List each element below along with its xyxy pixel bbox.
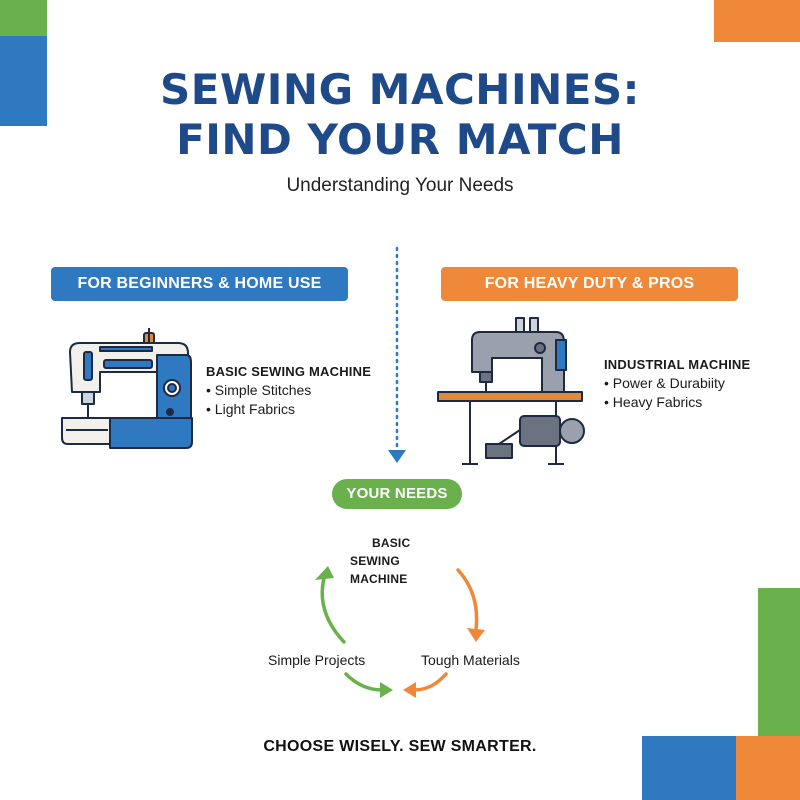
cycle-right-label: Tough Materials	[421, 652, 520, 668]
cycle-top-line-2: SEWING MACHINE	[350, 554, 408, 586]
cycle-left-label: Simple Projects	[268, 652, 366, 668]
down-arrow-icon	[388, 450, 406, 463]
industrial-machine-title: INDUSTRIAL MACHINE	[604, 357, 751, 372]
feature-item: Power & Durabiity	[604, 374, 750, 393]
page-title-line-1: SEWING MACHINES:	[160, 65, 640, 114]
corner-block-green	[0, 0, 47, 36]
cycle-top-line-1: BASIC	[372, 536, 411, 550]
corner-block-orange	[736, 736, 800, 800]
cycle-top-label: BASIC SEWING MACHINE	[350, 534, 450, 588]
heavy-duty-header: FOR HEAVY DUTY & PROS	[441, 267, 738, 301]
basic-machine-title: BASIC SEWING MACHINE	[206, 364, 372, 379]
feature-item: Light Fabrics	[206, 400, 371, 419]
feature-item: Simple Stitches	[206, 381, 371, 400]
corner-block-orange	[714, 0, 800, 42]
industrial-machine-features: INDUSTRIAL MACHINE Power & Durabiity Hea…	[604, 355, 750, 412]
beginners-header: FOR BEGINNERS & HOME USE	[51, 267, 348, 301]
feature-item: Heavy Fabrics	[604, 393, 750, 412]
basic-machine-features: BASIC SEWING MACHINE Simple Stitches Lig…	[206, 362, 371, 419]
arrow-up-icon	[315, 566, 334, 580]
arrow-down-icon	[467, 628, 485, 642]
corner-block-blue	[642, 736, 736, 800]
corner-block-green	[758, 588, 800, 736]
page-title-line-2: FIND YOUR MATCH	[176, 115, 624, 164]
corner-block-blue	[0, 36, 47, 126]
arrow-right-icon	[380, 682, 393, 698]
page-subtitle: Understanding Your Needs	[286, 175, 514, 196]
tagline: CHOOSE WISELY. SEW SMARTER.	[263, 738, 537, 755]
arrow-left-icon	[403, 682, 416, 698]
your-needs-badge: YOUR NEEDS	[332, 479, 462, 509]
